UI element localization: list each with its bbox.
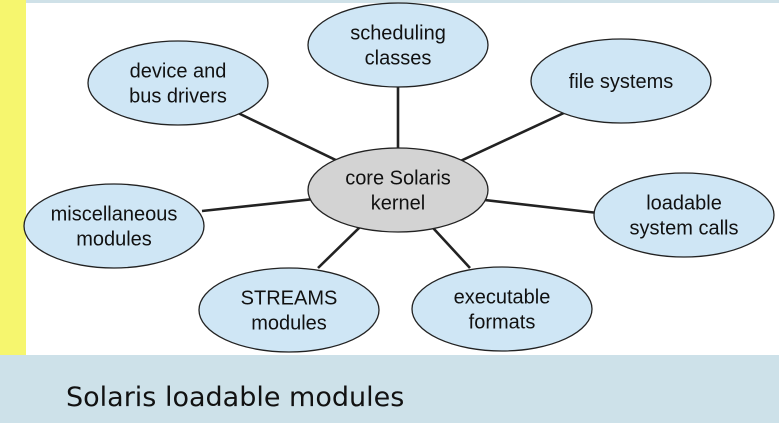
file-systems-ellipse — [530, 38, 712, 124]
solaris-modules-diagram: scheduling classes file systems loadable sys… — [23, 2, 775, 353]
loadable-system-calls-label-line: loadable — [646, 193, 722, 215]
executable-formats-node: executable formats — [411, 266, 593, 352]
device-and-bus-drivers-label-line: bus drivers — [129, 86, 227, 108]
miscellaneous-modules-label-line: modules — [76, 229, 152, 251]
scheduling-classes-label-line: scheduling — [350, 23, 446, 45]
device-and-bus-drivers-node: device and bus drivers — [87, 40, 269, 126]
executable-formats-label-line: executable — [454, 287, 551, 309]
streams-modules-label-line: modules — [251, 313, 327, 335]
core-solaris-kernel-label-line: core Solaris — [345, 168, 451, 190]
miscellaneous-modules-label-line: miscellaneous — [51, 204, 178, 226]
file-systems-label-line: file systems — [569, 71, 673, 93]
slide-caption: Solaris loadable modules — [66, 382, 405, 413]
miscellaneous-modules-ellipse — [23, 183, 205, 269]
core-solaris-kernel-ellipse — [307, 147, 489, 233]
streams-modules-ellipse — [198, 267, 380, 353]
accent-strip — [0, 0, 26, 355]
scheduling-classes-node: scheduling classes — [307, 2, 489, 88]
scheduling-classes-label-line: classes — [365, 48, 432, 70]
loadable-system-calls-node: loadable system calls — [593, 172, 775, 258]
device-and-bus-drivers-ellipse — [87, 40, 269, 126]
streams-modules-node: STREAMS modules — [198, 267, 380, 353]
caption-band — [0, 355, 779, 423]
loadable-system-calls-ellipse — [593, 172, 775, 258]
core-solaris-kernel-node: core Solaris kernel — [307, 147, 489, 233]
miscellaneous-modules-node: miscellaneous modules — [23, 183, 205, 269]
top-strip — [0, 0, 779, 3]
executable-formats-label-line: formats — [469, 312, 536, 334]
loadable-system-calls-label-line: system calls — [630, 218, 739, 240]
file-systems-node: file systems — [530, 38, 712, 124]
device-and-bus-drivers-label-line: device and — [130, 61, 227, 83]
core-solaris-kernel-label-line: kernel — [371, 193, 425, 215]
streams-modules-label-line: STREAMS — [241, 288, 338, 310]
executable-formats-ellipse — [411, 266, 593, 352]
scheduling-classes-ellipse — [307, 2, 489, 88]
